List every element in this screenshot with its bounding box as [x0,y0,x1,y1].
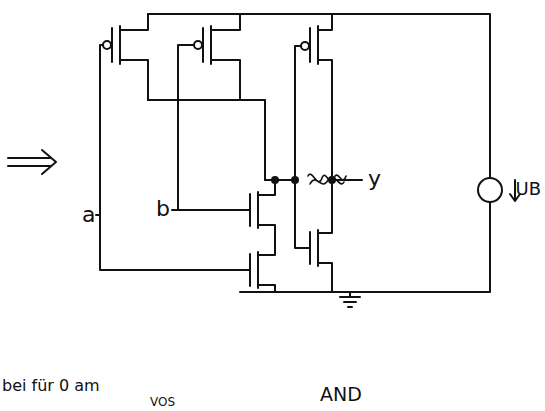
wire [295,46,310,248]
nmos-transistor [250,180,275,250]
wire [265,179,295,181]
voltage-source [478,178,502,202]
signal-name: a [82,204,95,226]
gate-name: AND [320,385,362,404]
input-arrow [8,150,56,174]
supply-voltage: UB [515,180,541,198]
pmos-transistor [103,14,148,100]
supply-rail [148,14,490,292]
pmos-transistor [301,14,332,180]
note-text: bei für 0 am [2,378,100,394]
wire [148,100,265,180]
signal-name: b [156,198,170,220]
junction-dot [272,177,278,183]
ground-symbol [340,292,360,307]
pmos-transistor [194,14,240,100]
wire [172,45,250,210]
wire [96,45,250,270]
nmos-transistor [310,180,332,292]
signal-name: y [368,168,381,190]
note-text: VOS [150,396,175,408]
scribble [308,174,346,184]
nmos-transistor [250,250,275,292]
